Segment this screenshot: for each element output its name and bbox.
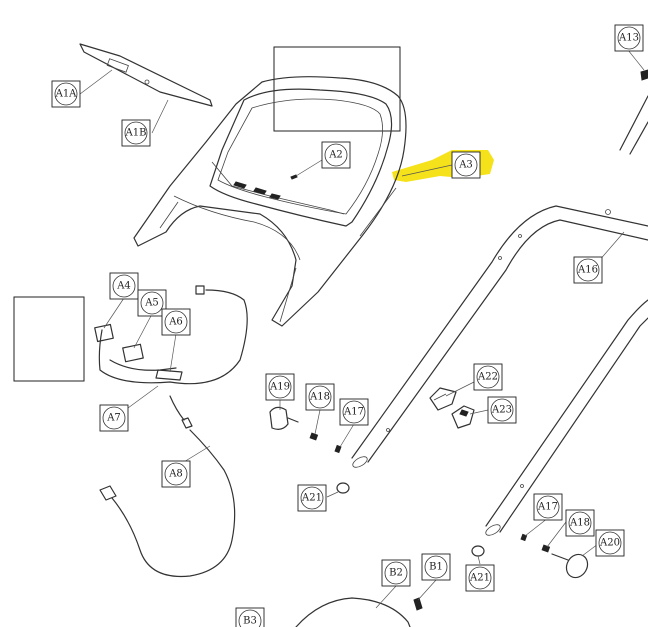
part-a1a-a1b-strip bbox=[79, 43, 213, 107]
part-a23-clip bbox=[451, 405, 475, 429]
callout-a3: A3 bbox=[451, 151, 481, 179]
callout-a21a: A21 bbox=[297, 484, 327, 512]
callout-label-b3: B3 bbox=[243, 616, 257, 627]
callout-a13: A13 bbox=[614, 24, 644, 52]
part-a19-knob bbox=[269, 406, 299, 430]
callout-a18a: A18 bbox=[305, 383, 335, 411]
callout-label-a7: A7 bbox=[106, 413, 121, 424]
callout-a17b: A17 bbox=[533, 493, 563, 521]
callout-a19: A19 bbox=[265, 373, 295, 401]
callout-a20: A20 bbox=[595, 529, 625, 557]
part-b-chute bbox=[295, 597, 411, 627]
callout-label-a21a: A21 bbox=[301, 493, 322, 504]
callout-b2: B2 bbox=[381, 559, 411, 587]
callout-label-a18a: A18 bbox=[309, 392, 330, 403]
part-a4-a8-harness bbox=[94, 285, 248, 578]
callout-a22: A22 bbox=[473, 363, 503, 391]
callout-label-a1b: A1B bbox=[125, 128, 147, 139]
part-a18-spacer-2 bbox=[541, 544, 551, 553]
callout-a5: A5 bbox=[137, 289, 167, 317]
callout-label-a8: A8 bbox=[168, 469, 183, 480]
leader-lines bbox=[79, 49, 645, 609]
callout-label-a22: A22 bbox=[477, 372, 498, 383]
callout-label-a19: A19 bbox=[269, 382, 290, 393]
callout-b3: B3 bbox=[235, 607, 265, 627]
callout-a21b: A21 bbox=[465, 564, 495, 592]
part-a16-handle bbox=[351, 205, 648, 468]
callout-a8: A8 bbox=[161, 460, 191, 488]
left-empty-frame bbox=[13, 296, 85, 382]
callout-label-a21b: A21 bbox=[469, 573, 490, 584]
callout-a7: A7 bbox=[99, 404, 129, 432]
callout-label-a18b: A18 bbox=[569, 518, 590, 529]
callout-label-a20: A20 bbox=[599, 538, 620, 549]
part-a21-cap bbox=[336, 482, 350, 494]
callout-a18b: A18 bbox=[565, 509, 595, 537]
part-lower-tube bbox=[485, 299, 648, 536]
part-b1-bolt bbox=[413, 597, 423, 611]
callout-label-a4: A4 bbox=[116, 281, 131, 292]
callout-label-a13: A13 bbox=[618, 33, 639, 44]
part-a13 bbox=[619, 69, 648, 155]
callout-label-a17a: A17 bbox=[343, 407, 364, 418]
callout-label-b1: B1 bbox=[429, 562, 443, 573]
callout-b1: B1 bbox=[421, 553, 451, 581]
callout-a4: A4 bbox=[109, 272, 139, 300]
callout-label-b2: B2 bbox=[389, 568, 403, 579]
part-a18-spacer bbox=[309, 432, 319, 441]
part-a21-cap-2 bbox=[471, 545, 485, 557]
part-a17-washer bbox=[334, 444, 342, 454]
callout-a23: A23 bbox=[487, 396, 517, 424]
callout-label-a2: A2 bbox=[328, 150, 343, 161]
callout-a2: A2 bbox=[321, 141, 351, 169]
callout-a1a: A1A bbox=[51, 80, 81, 108]
callout-label-a16: A16 bbox=[577, 265, 598, 276]
callout-a17a: A17 bbox=[339, 398, 369, 426]
callout-label-a23: A23 bbox=[491, 405, 512, 416]
part-a22-clip bbox=[429, 387, 457, 411]
callout-label-a6: A6 bbox=[168, 317, 183, 328]
callout-label-a5: A5 bbox=[144, 298, 159, 309]
callout-label-a1a: A1A bbox=[55, 89, 78, 100]
callout-label-a3: A3 bbox=[458, 160, 473, 171]
callout-label-a17b: A17 bbox=[537, 502, 558, 513]
callout-a16: A16 bbox=[573, 256, 603, 284]
callout-a6: A6 bbox=[161, 308, 191, 336]
callout-a1b: A1B bbox=[121, 119, 151, 147]
part-a20-knob bbox=[551, 553, 589, 579]
